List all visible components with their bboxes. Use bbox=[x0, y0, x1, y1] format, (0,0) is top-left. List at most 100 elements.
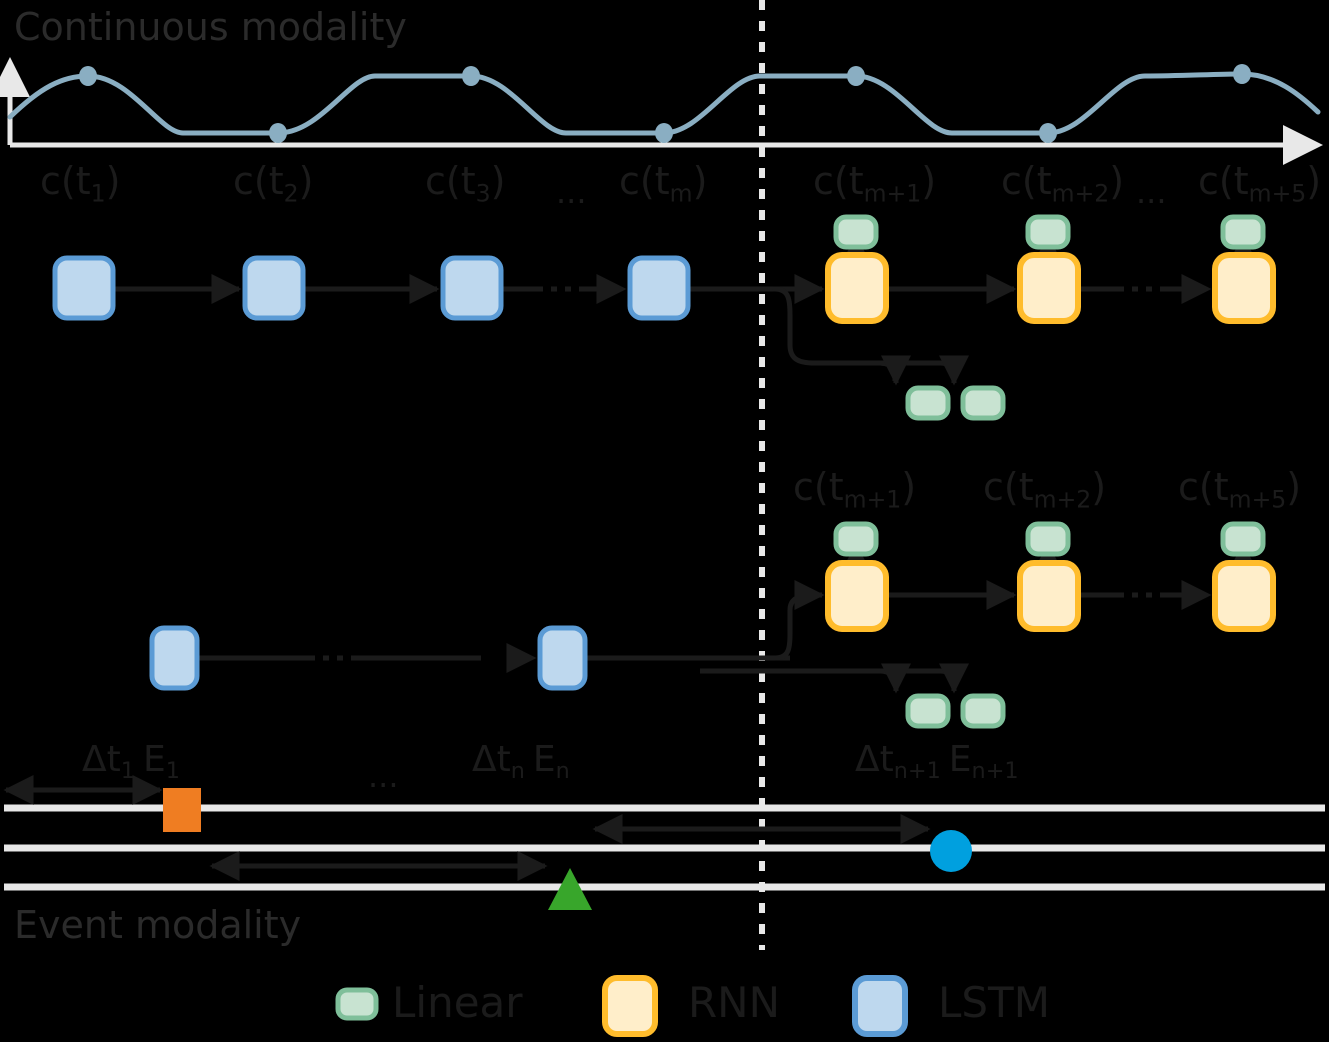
legend-label-rnn: RNN bbox=[688, 978, 781, 1027]
lstm-cell bbox=[242, 255, 306, 321]
label-subscript: m bbox=[669, 179, 693, 208]
event-marker-triangle bbox=[548, 868, 592, 910]
label-subscript: m+2 bbox=[1033, 485, 1092, 514]
legend-swatch-linear bbox=[335, 987, 379, 1021]
label-close-paren: ) bbox=[921, 159, 937, 203]
event-label-ellipsis: ... bbox=[368, 760, 399, 792]
label-base: Δt bbox=[855, 739, 894, 780]
rnn-cell bbox=[1017, 560, 1081, 632]
lstm-cell bbox=[537, 625, 588, 691]
label-subscript: m+2 bbox=[1051, 179, 1110, 208]
event-timelines bbox=[3, 775, 1325, 891]
label-close-paren: ) bbox=[1306, 159, 1322, 203]
label-base: c(t bbox=[813, 159, 864, 203]
label-base: ... bbox=[368, 757, 399, 795]
label-base: E bbox=[948, 739, 972, 780]
lstm-cell bbox=[627, 255, 691, 321]
sample-point-dot bbox=[79, 66, 97, 86]
label-close-paren: ) bbox=[901, 465, 917, 509]
label-base: ... bbox=[1136, 173, 1167, 211]
page-title-event: Event modality bbox=[14, 903, 302, 947]
label-base: c(t bbox=[983, 465, 1034, 509]
label-subscript: 1 bbox=[90, 179, 106, 208]
tick-label-ct: c(t2) bbox=[233, 162, 313, 206]
bottom-row-connections bbox=[185, 542, 1258, 694]
label-subscript: 1 bbox=[165, 758, 180, 785]
page-title-continuous: Continuous modality bbox=[14, 5, 407, 49]
linear-cell bbox=[960, 693, 1006, 729]
label-base: c(t bbox=[1001, 159, 1052, 203]
label-close-paren: ) bbox=[298, 159, 314, 203]
continuous-axis bbox=[0, 57, 1323, 165]
predicted-label-ct: c(tm+1) bbox=[793, 468, 916, 512]
label-subscript: n+1 bbox=[971, 758, 1019, 785]
linear-cell bbox=[1025, 214, 1071, 250]
legend-swatches bbox=[335, 975, 908, 1037]
linear-cell bbox=[905, 385, 951, 421]
label-close-paren: ) bbox=[105, 159, 121, 203]
rnn-cell bbox=[1212, 560, 1276, 632]
label-close-paren: ) bbox=[1109, 159, 1125, 203]
tick-label-ellipsis: ... bbox=[1136, 176, 1167, 208]
label-subscript: m+5 bbox=[1248, 179, 1307, 208]
predicted-label-ct: c(tm+2) bbox=[983, 468, 1106, 512]
rnn-cell bbox=[1212, 252, 1276, 324]
label-subscript: 3 bbox=[475, 179, 491, 208]
sample-point-dot bbox=[269, 123, 287, 143]
tick-label-ct: c(t1) bbox=[40, 162, 120, 206]
label-subscript: n+1 bbox=[893, 758, 941, 785]
label-subscript: m+5 bbox=[1228, 485, 1287, 514]
event-marker-square bbox=[163, 788, 201, 832]
tick-label-ellipsis: ... bbox=[556, 176, 587, 208]
event-markers-layer bbox=[163, 788, 972, 910]
label-base: Δt bbox=[472, 739, 511, 780]
linear-cell bbox=[833, 521, 879, 557]
legend-swatch-lstm bbox=[852, 975, 908, 1037]
sample-point-markers bbox=[79, 64, 1251, 143]
legend-label-lstm: LSTM bbox=[938, 978, 1050, 1027]
lstm-cell bbox=[440, 255, 504, 321]
label-base: c(t bbox=[793, 465, 844, 509]
sample-point-dot bbox=[462, 66, 480, 86]
rnn-cell bbox=[1017, 252, 1081, 324]
label-base: c(t bbox=[40, 159, 91, 203]
label-subscript: n bbox=[510, 758, 525, 785]
rnn-cell bbox=[825, 560, 889, 632]
tick-label-ct: c(tm) bbox=[619, 162, 707, 206]
label-subscript: m+1 bbox=[863, 179, 922, 208]
linear-cell bbox=[1220, 214, 1266, 250]
label-base: c(t bbox=[619, 159, 670, 203]
sample-point-dot bbox=[1233, 64, 1251, 84]
label-subscript: n bbox=[555, 758, 570, 785]
label-base: c(t bbox=[233, 159, 284, 203]
sample-point-dot bbox=[655, 123, 673, 143]
sample-point-dot bbox=[847, 66, 865, 86]
label-close-paren: ) bbox=[1286, 465, 1302, 509]
rnn-cell bbox=[825, 252, 889, 324]
event-marker-circle bbox=[930, 830, 972, 872]
linear-cell bbox=[1220, 521, 1266, 557]
tick-label-ct: c(t3) bbox=[425, 162, 505, 206]
label-close-paren: ) bbox=[490, 159, 506, 203]
linear-cell bbox=[833, 214, 879, 250]
label-base: E bbox=[142, 739, 166, 780]
label-base: c(t bbox=[425, 159, 476, 203]
label-base: E bbox=[532, 739, 556, 780]
linear-cell bbox=[960, 385, 1006, 421]
label-subscript: 2 bbox=[283, 179, 299, 208]
predicted-label-ct: c(tm+5) bbox=[1178, 468, 1301, 512]
lstm-cell bbox=[149, 625, 200, 691]
linear-cell bbox=[1025, 521, 1071, 557]
label-subscript: 1 bbox=[120, 758, 135, 785]
sample-point-dot bbox=[1039, 123, 1057, 143]
tick-label-ct: c(tm+1) bbox=[813, 162, 936, 206]
cells-layer bbox=[52, 214, 1276, 729]
tick-label-ct: c(tm+2) bbox=[1001, 162, 1124, 206]
legend-label-linear: Linear bbox=[392, 978, 523, 1027]
label-close-paren: ) bbox=[1091, 465, 1107, 509]
label-close-paren: ) bbox=[692, 159, 708, 203]
